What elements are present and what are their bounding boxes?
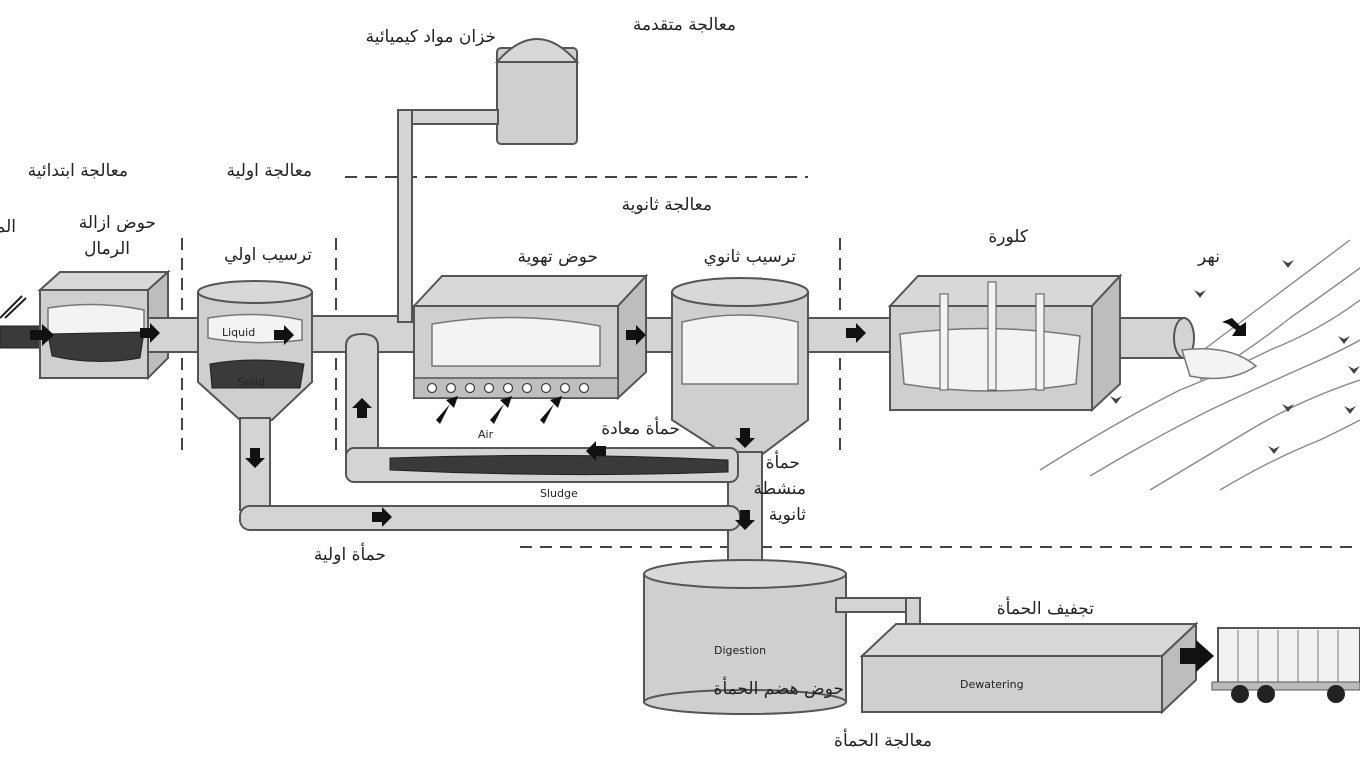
label-inflow: الم — [0, 217, 16, 237]
flow-arrows — [30, 318, 1246, 672]
flow-arrow-down — [245, 448, 265, 468]
label-digestion: Digestion — [714, 644, 766, 657]
flow-arrow-right — [140, 323, 160, 343]
chlorination-basin — [887, 273, 1123, 413]
flow-arrow-right — [274, 325, 294, 345]
english-labels: Liquid Solid Air Sludge Digestion Dewate… — [222, 326, 1024, 691]
label-secondary-clarifier: ترسيب ثانوي — [704, 247, 797, 267]
label-liquid: Liquid — [222, 326, 255, 339]
label-solid: Solid — [238, 376, 265, 389]
truck — [1211, 627, 1360, 703]
air-arrow — [436, 396, 458, 424]
dewatering-bed — [859, 621, 1199, 715]
air-arrow — [490, 396, 512, 424]
label-sludge: Sludge — [540, 487, 578, 500]
label-grit-chamber: حوض ازالة — [79, 213, 156, 233]
label-sludge-treatment: معالجة الحمأة — [834, 728, 932, 751]
flow-arrow-down — [735, 428, 755, 448]
flow-arrow-right — [846, 323, 866, 343]
label-activated-sludge-2: منشطة — [754, 479, 806, 499]
primary-sludge-pipe — [239, 505, 741, 531]
label-grit-chamber-2: الرمال — [84, 239, 130, 259]
label-returned-sludge: حمأة معادة — [601, 416, 680, 439]
aeration-tank — [411, 273, 649, 401]
label-primary-treatment: معالجة اولية — [226, 161, 312, 181]
air-arrow — [540, 396, 562, 424]
label-aeration-tank: حوض تهوية — [518, 247, 598, 267]
label-sludge-drying: تجفيف الحمأة — [997, 596, 1094, 619]
flow-arrow-left — [586, 441, 606, 461]
label-activated-sludge-3: ثانوية — [769, 505, 807, 525]
label-primary-sludge: حمأة اولية — [314, 542, 386, 565]
label-chlorination: كلورة — [988, 227, 1029, 247]
label-activated-sludge-1: حمأة — [766, 450, 800, 473]
bird-icons — [1110, 260, 1360, 454]
label-advanced-treatment: معالجة متقدمة — [633, 15, 736, 35]
secondary-clarifier — [671, 277, 809, 573]
label-secondary-treatment: معالجة ثانوية — [622, 195, 712, 215]
inflow-pipe — [0, 295, 45, 349]
label-preliminary-treatment: معالجة ابتدائية — [28, 161, 128, 181]
label-digester: حوض هضم الحمأة — [714, 676, 844, 699]
flow-arrow-right — [30, 324, 54, 346]
flow-arrow-right — [626, 325, 646, 345]
digester — [643, 559, 921, 715]
label-primary-clarifier: ترسيب اولي — [224, 245, 312, 265]
primary-clarifier — [197, 280, 313, 511]
truck-arrow — [1180, 640, 1214, 672]
label-air: Air — [478, 428, 494, 441]
chemical-tank — [397, 38, 580, 323]
label-river: نهر — [1197, 247, 1220, 267]
label-chemical-tank: خزان مواد كيميائية — [366, 27, 496, 47]
return-sludge-pipe — [345, 332, 739, 483]
flow-arrow-up — [352, 398, 372, 418]
label-dewatering: Dewatering — [960, 678, 1024, 691]
flow-arrow-right — [372, 507, 392, 527]
river — [1039, 239, 1360, 491]
flow-arrow-down — [735, 510, 755, 530]
arabic-labels: معالجة ابتدائية معالجة اولية معالجة متقد… — [0, 15, 1220, 751]
discharge-arrow — [1222, 318, 1246, 336]
